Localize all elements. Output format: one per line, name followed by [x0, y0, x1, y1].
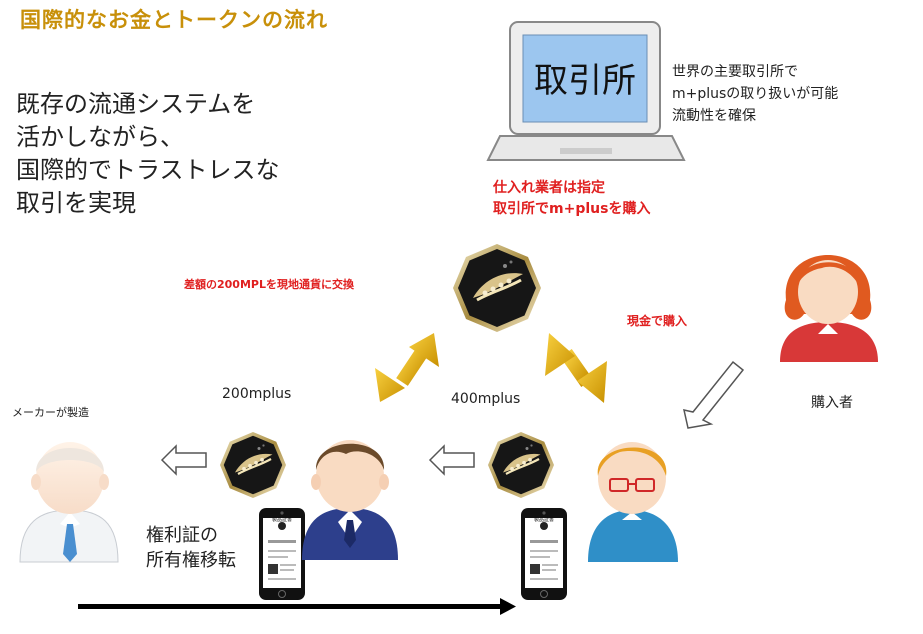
amount-label-left: 200mplus — [222, 386, 292, 402]
maker-label: メーカーが製造 — [12, 406, 89, 419]
ownership-transfer-label: 権利証の 所有権移転 — [146, 523, 236, 573]
flow-arrow-left-icon — [161, 445, 207, 475]
certificate-label: 製品証書 — [534, 516, 554, 523]
exchange-note-line: m+plusの取り扱いが可能 — [672, 86, 839, 102]
lead-line: 取引を実現 — [16, 189, 136, 217]
exchange-laptop-icon — [486, 21, 686, 161]
mplus-coin-icon — [486, 430, 556, 500]
ownership-transfer-arrow-icon — [78, 598, 516, 615]
mplus-coin-icon — [451, 242, 543, 334]
amount-label-right: 400mplus — [451, 391, 521, 407]
trader-note-line: 仕入れ業者は指定 — [493, 180, 605, 196]
transfer-line: 所有権移転 — [146, 550, 236, 571]
difference-note: 差額の200MPLを現地通貨に交換 — [184, 278, 354, 291]
exchange-screen-label: 取引所 — [534, 61, 636, 101]
consumer-avatar-icon — [588, 442, 678, 562]
buyer-label: 購入者 — [811, 395, 853, 411]
double-arrow-left — [375, 333, 439, 402]
page-title: 国際的なお金とトークンの流れ — [20, 8, 328, 32]
purchaser-avatar-icon — [780, 255, 878, 362]
exchange-note-line: 流動性を確保 — [672, 108, 756, 124]
trader-note: 仕入れ業者は指定 取引所でm+plusを購入 — [493, 178, 650, 220]
manufacturer-avatar-icon — [19, 442, 119, 563]
trader-avatar-icon — [302, 440, 398, 560]
lead-line: 活かしながら、 — [16, 123, 184, 151]
transfer-line: 権利証の — [146, 525, 218, 546]
exchange-note-line: 世界の主要取引所で — [672, 64, 798, 80]
buyer-arrow-icon — [683, 360, 745, 429]
flow-arrow-left-icon — [429, 445, 475, 475]
double-arrow-right — [545, 333, 607, 403]
certificate-label: 製品証書 — [272, 516, 292, 523]
lead-line: 国際的でトラストレスな — [16, 156, 280, 184]
cash-purchase-note: 現金で購入 — [627, 314, 688, 328]
exchange-note: 世界の主要取引所で m+plusの取り扱いが可能 流動性を確保 — [672, 61, 838, 127]
lead-line: 既存の流通システムを — [16, 90, 256, 118]
mplus-coin-icon — [218, 430, 288, 500]
lead-text: 既存の流通システムを 活かしながら、 国際的でトラストレスな 取引を実現 — [16, 88, 280, 220]
trader-note-line: 取引所でm+plusを購入 — [493, 201, 651, 217]
